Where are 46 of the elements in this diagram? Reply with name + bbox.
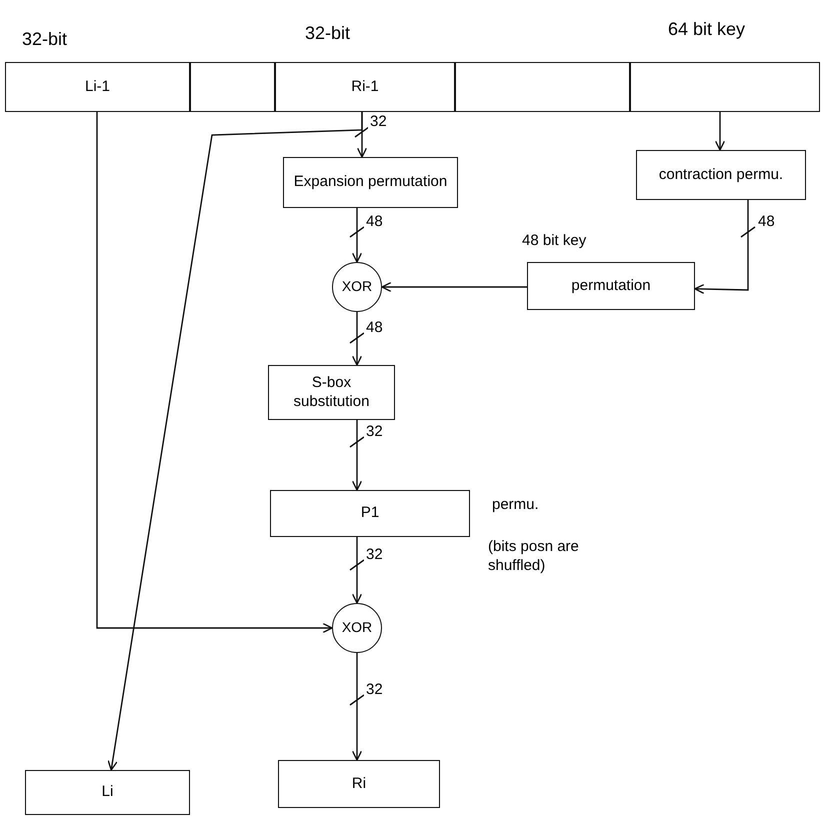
register-segment: [190, 62, 275, 112]
node-label: Ri: [352, 774, 366, 794]
arrow: [381, 282, 527, 292]
process-box: [636, 150, 806, 200]
register-segment: [630, 62, 820, 112]
edge-label: 48: [364, 320, 385, 335]
arrow: [714, 112, 726, 151]
bit-width-label: 32-bit: [22, 28, 68, 51]
node-label: XOR: [342, 619, 372, 637]
arrow: [352, 653, 362, 761]
node-label: Expansion permutation: [294, 173, 448, 192]
arrow: [352, 312, 362, 366]
arrow: [352, 208, 362, 263]
node-label: P1: [360, 504, 380, 523]
process-box: [527, 262, 695, 310]
edge-label: 32: [364, 424, 385, 439]
edge-label: 48: [364, 214, 385, 229]
annotation: 48 bit key: [522, 232, 586, 251]
process-box: [278, 760, 440, 808]
edge-label: 32: [368, 114, 389, 129]
process-box: [283, 157, 458, 208]
node-label: Ri-1: [351, 78, 379, 96]
arrow: [694, 200, 749, 294]
bit-width-label: 32-bit: [305, 22, 350, 45]
node-label: S-box substitution: [292, 374, 370, 412]
arrow: [108, 112, 363, 771]
process-box: [270, 490, 470, 537]
process-box: [5, 62, 190, 112]
process-box: [268, 365, 395, 420]
edge-label: 48: [756, 214, 777, 229]
arrow: [96, 112, 333, 634]
node-label: permutation: [571, 276, 651, 296]
register-segment: [455, 62, 630, 112]
node-label: XOR: [342, 278, 372, 296]
node-label: Li-1: [84, 78, 110, 96]
process-box: [275, 62, 455, 112]
edge-label: 32: [364, 682, 385, 697]
annotation: permu.: [492, 496, 539, 515]
arrow: [352, 420, 362, 491]
annotation: (bits posn are shuffled): [488, 538, 580, 576]
node-label: Li: [102, 783, 114, 802]
node-label: contraction permu.: [658, 166, 784, 184]
bit-width-label: 64 bit key: [668, 18, 746, 41]
edge-label: 32: [364, 547, 385, 562]
process-box: [25, 770, 190, 815]
arrow: [352, 537, 362, 604]
